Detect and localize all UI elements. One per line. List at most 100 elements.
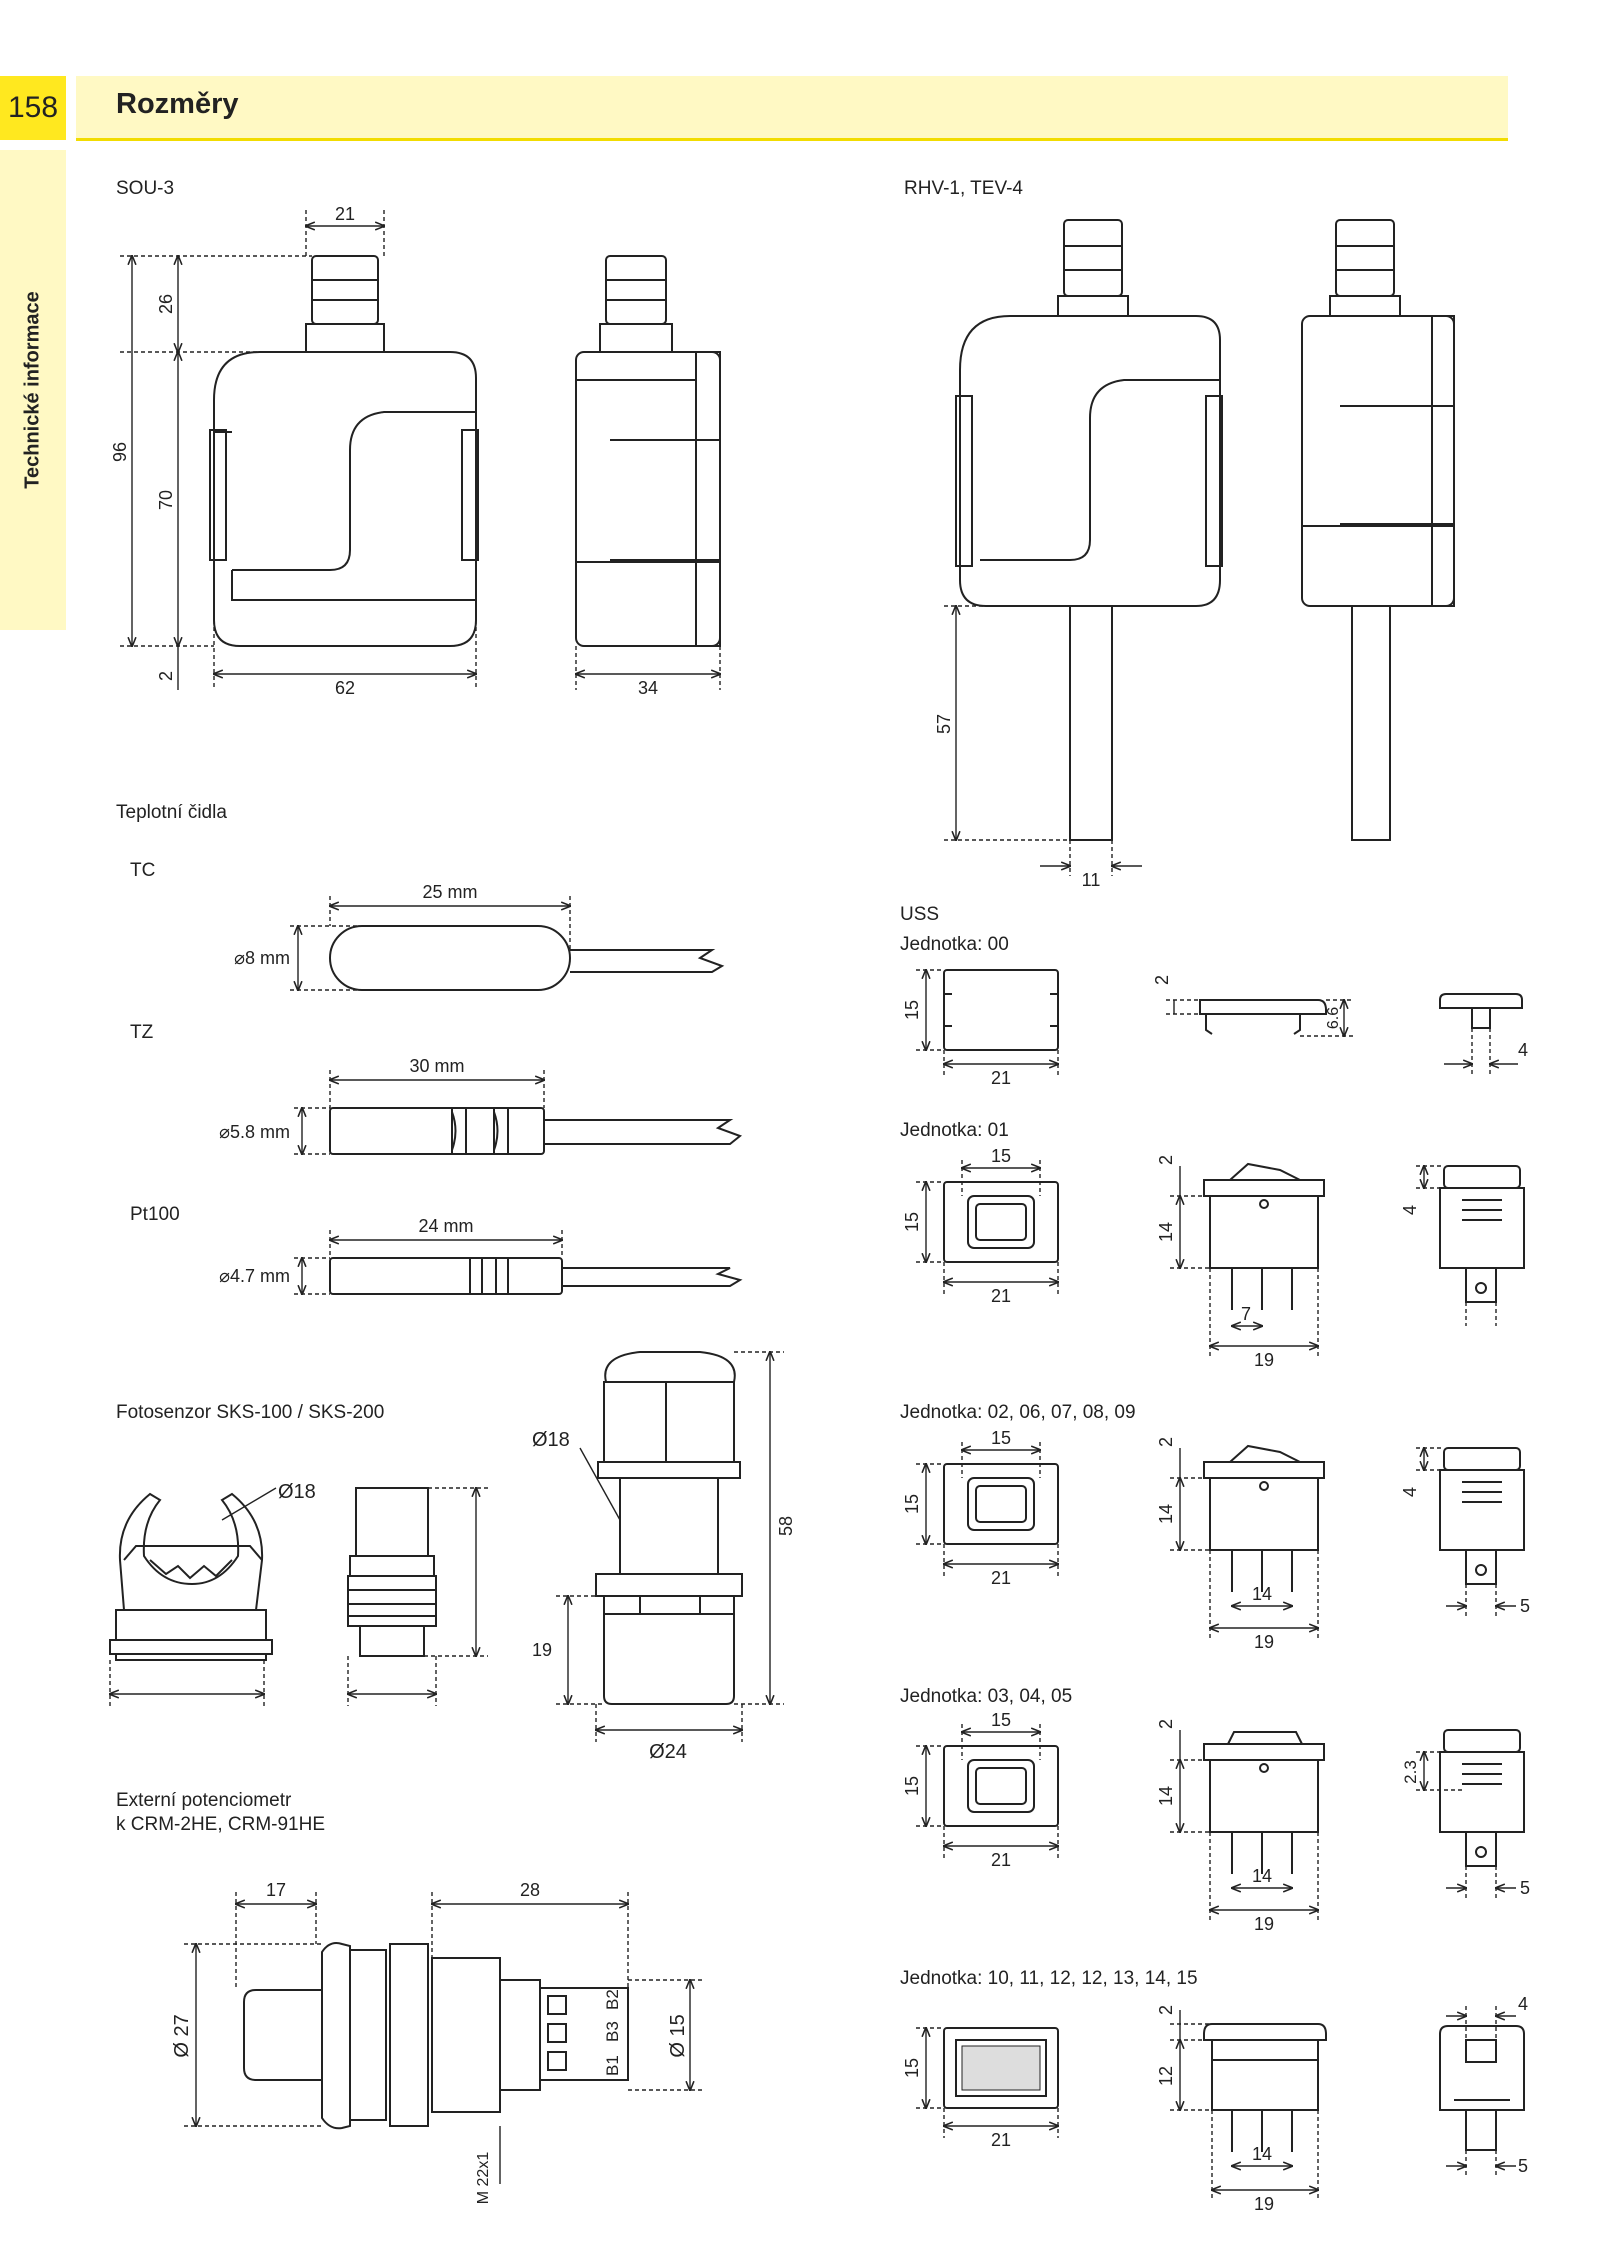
sensor-pt100-drawing bbox=[329, 1257, 743, 1295]
uss10-pitch: 14 bbox=[1252, 2144, 1272, 2164]
label-unit00: Jednotka: 00 bbox=[900, 934, 1009, 955]
uss01-dims bbox=[916, 1160, 1497, 1356]
uss01-pitch: 7 bbox=[1241, 1304, 1251, 1324]
label-uss: USS bbox=[900, 904, 940, 925]
foto-clip-dims bbox=[110, 1487, 277, 1706]
poten-w-body: 28 bbox=[520, 1880, 540, 1900]
uss01-h: 15 bbox=[902, 1212, 922, 1232]
uss02-w: 21 bbox=[991, 1568, 1011, 1588]
uss00-depth: 6.6 bbox=[1325, 1007, 1342, 1029]
uss03-dim-text: 15 15 21 2 14 14 19 2.3 5 bbox=[902, 1710, 1530, 1934]
foto-gland-dims bbox=[556, 1352, 784, 1742]
label-tc: TC bbox=[130, 860, 156, 881]
poten-thread: M 22x1 bbox=[475, 2152, 492, 2205]
poten-dia-flange: Ø 27 bbox=[171, 2014, 193, 2057]
sou3-h-body: 70 bbox=[156, 490, 176, 510]
sou3-front-dims bbox=[120, 210, 476, 690]
uss00-drawing bbox=[943, 969, 1523, 1051]
poten-dim-text: 17 28 Ø 27 Ø 15 M 22x1 B1 B3 B2 bbox=[171, 1880, 689, 2204]
foto-h-total: 58 bbox=[776, 1516, 796, 1536]
uss02-h: 15 bbox=[902, 1494, 922, 1514]
poten-w-knob: 17 bbox=[266, 1880, 286, 1900]
foto-gland-dim-text: Ø18 58 19 Ø24 bbox=[532, 1429, 796, 1763]
poten-dims bbox=[184, 1892, 702, 2184]
sou3-w-side: 34 bbox=[638, 678, 658, 698]
uss02-side: 4 bbox=[1400, 1487, 1420, 1497]
tc-dia: ⌀8 mm bbox=[234, 948, 290, 968]
foto-h-lower: 19 bbox=[532, 1640, 552, 1660]
uss00-h: 15 bbox=[902, 1000, 922, 1020]
uss10-dims bbox=[916, 2006, 1516, 2200]
sou3-h-top: 26 bbox=[156, 294, 176, 314]
uss02-drawing bbox=[943, 1444, 1525, 1592]
foto-side-drawing bbox=[347, 1487, 437, 1657]
poten-terminal-b3: B3 bbox=[603, 2021, 622, 2042]
sensor-tc-drawing bbox=[329, 925, 725, 991]
uss02-body: 14 bbox=[1156, 1504, 1176, 1524]
sou3-h-bottom: 2 bbox=[156, 671, 176, 681]
uss02-top: 15 bbox=[991, 1428, 1011, 1448]
rhv-front-dims bbox=[944, 606, 1142, 876]
uss00-dim-text: 15 21 2 6.6 4 bbox=[902, 975, 1528, 1088]
uss03-pitch: 14 bbox=[1252, 1866, 1272, 1886]
uss03-side: 2.3 bbox=[1401, 1760, 1420, 1784]
uss10-drawing bbox=[943, 2023, 1525, 2152]
foto-side-dims bbox=[348, 1488, 488, 1706]
sou3-w-top: 21 bbox=[335, 204, 355, 224]
uss02-pin: 5 bbox=[1520, 1596, 1530, 1616]
sou3-side-dims bbox=[576, 646, 720, 690]
tc-len: 25 mm bbox=[422, 882, 477, 902]
pt100-len: 24 mm bbox=[418, 1216, 473, 1236]
uss10-dim-text: 15 21 2 12 14 19 4 5 bbox=[902, 1994, 1528, 2214]
uss03-dims bbox=[916, 1724, 1516, 1920]
poten-terminal-b1: B1 bbox=[603, 2055, 622, 2076]
uss10-body: 12 bbox=[1156, 2066, 1176, 2086]
uss01-dim-text: 15 15 21 2 14 7 19 4 bbox=[902, 1146, 1420, 1370]
label-sensors: Teplotní čidla bbox=[116, 802, 227, 823]
uss00-side-w: 4 bbox=[1518, 1040, 1528, 1060]
uss02-pitch: 14 bbox=[1252, 1584, 1272, 1604]
uss01-side: 4 bbox=[1400, 1205, 1420, 1215]
sensor-tz-drawing bbox=[329, 1107, 743, 1155]
foto-top-dia: Ø18 bbox=[532, 1429, 570, 1451]
uss02-dims bbox=[916, 1442, 1516, 1638]
uss10-w: 21 bbox=[991, 2130, 1011, 2150]
uss03-pin: 5 bbox=[1520, 1878, 1530, 1898]
rhv-front-drawing bbox=[955, 219, 1223, 841]
label-unit03: Jednotka: 03, 04, 05 bbox=[900, 1686, 1073, 1707]
uss01-t: 2 bbox=[1156, 1155, 1176, 1165]
label-unit01: Jednotka: 01 bbox=[900, 1120, 1009, 1141]
uss00-dims bbox=[916, 970, 1518, 1076]
uss10-h: 15 bbox=[902, 2058, 922, 2078]
uss01-body: 14 bbox=[1156, 1222, 1176, 1242]
sou3-side-drawing bbox=[575, 255, 721, 647]
foto-clip-drawing bbox=[109, 1492, 273, 1661]
uss03-w: 21 bbox=[991, 1850, 1011, 1870]
page-number: 158 bbox=[0, 76, 66, 140]
uss10-t: 2 bbox=[1156, 2005, 1176, 2015]
foto-gland-drawing bbox=[595, 1351, 743, 1705]
sou3-front-drawing bbox=[209, 255, 479, 647]
uss10-width: 19 bbox=[1254, 2194, 1274, 2214]
sensor-tz-dims bbox=[294, 1070, 544, 1154]
label-sou3: SOU-3 bbox=[116, 178, 175, 199]
uss10-side: 4 bbox=[1518, 1994, 1528, 2014]
poten-terminal-b2: B2 bbox=[603, 1989, 622, 2010]
header-band: Rozměry bbox=[76, 76, 1508, 141]
uss00-t: 2 bbox=[1152, 975, 1172, 985]
tz-dia: ⌀5.8 mm bbox=[219, 1122, 290, 1142]
uss01-drawing bbox=[943, 1162, 1525, 1310]
label-foto: Fotosenzor SKS-100 / SKS-200 bbox=[116, 1402, 385, 1423]
uss10-pin: 5 bbox=[1518, 2156, 1528, 2176]
sou3-w-front: 62 bbox=[335, 678, 355, 698]
side-tab: Technické informace bbox=[0, 150, 66, 630]
label-poten-1: Externí potenciometr bbox=[116, 1790, 292, 1811]
pt100-dia: ⌀4.7 mm bbox=[219, 1266, 290, 1286]
poten-dia-body: Ø 15 bbox=[667, 2014, 689, 2057]
uss03-t: 2 bbox=[1156, 1719, 1176, 1729]
foto-clip-dia: Ø18 bbox=[278, 1481, 316, 1503]
sou3-h-total: 96 bbox=[110, 442, 130, 462]
sensor-tc-dims bbox=[290, 896, 570, 990]
label-tz: TZ bbox=[130, 1022, 154, 1043]
